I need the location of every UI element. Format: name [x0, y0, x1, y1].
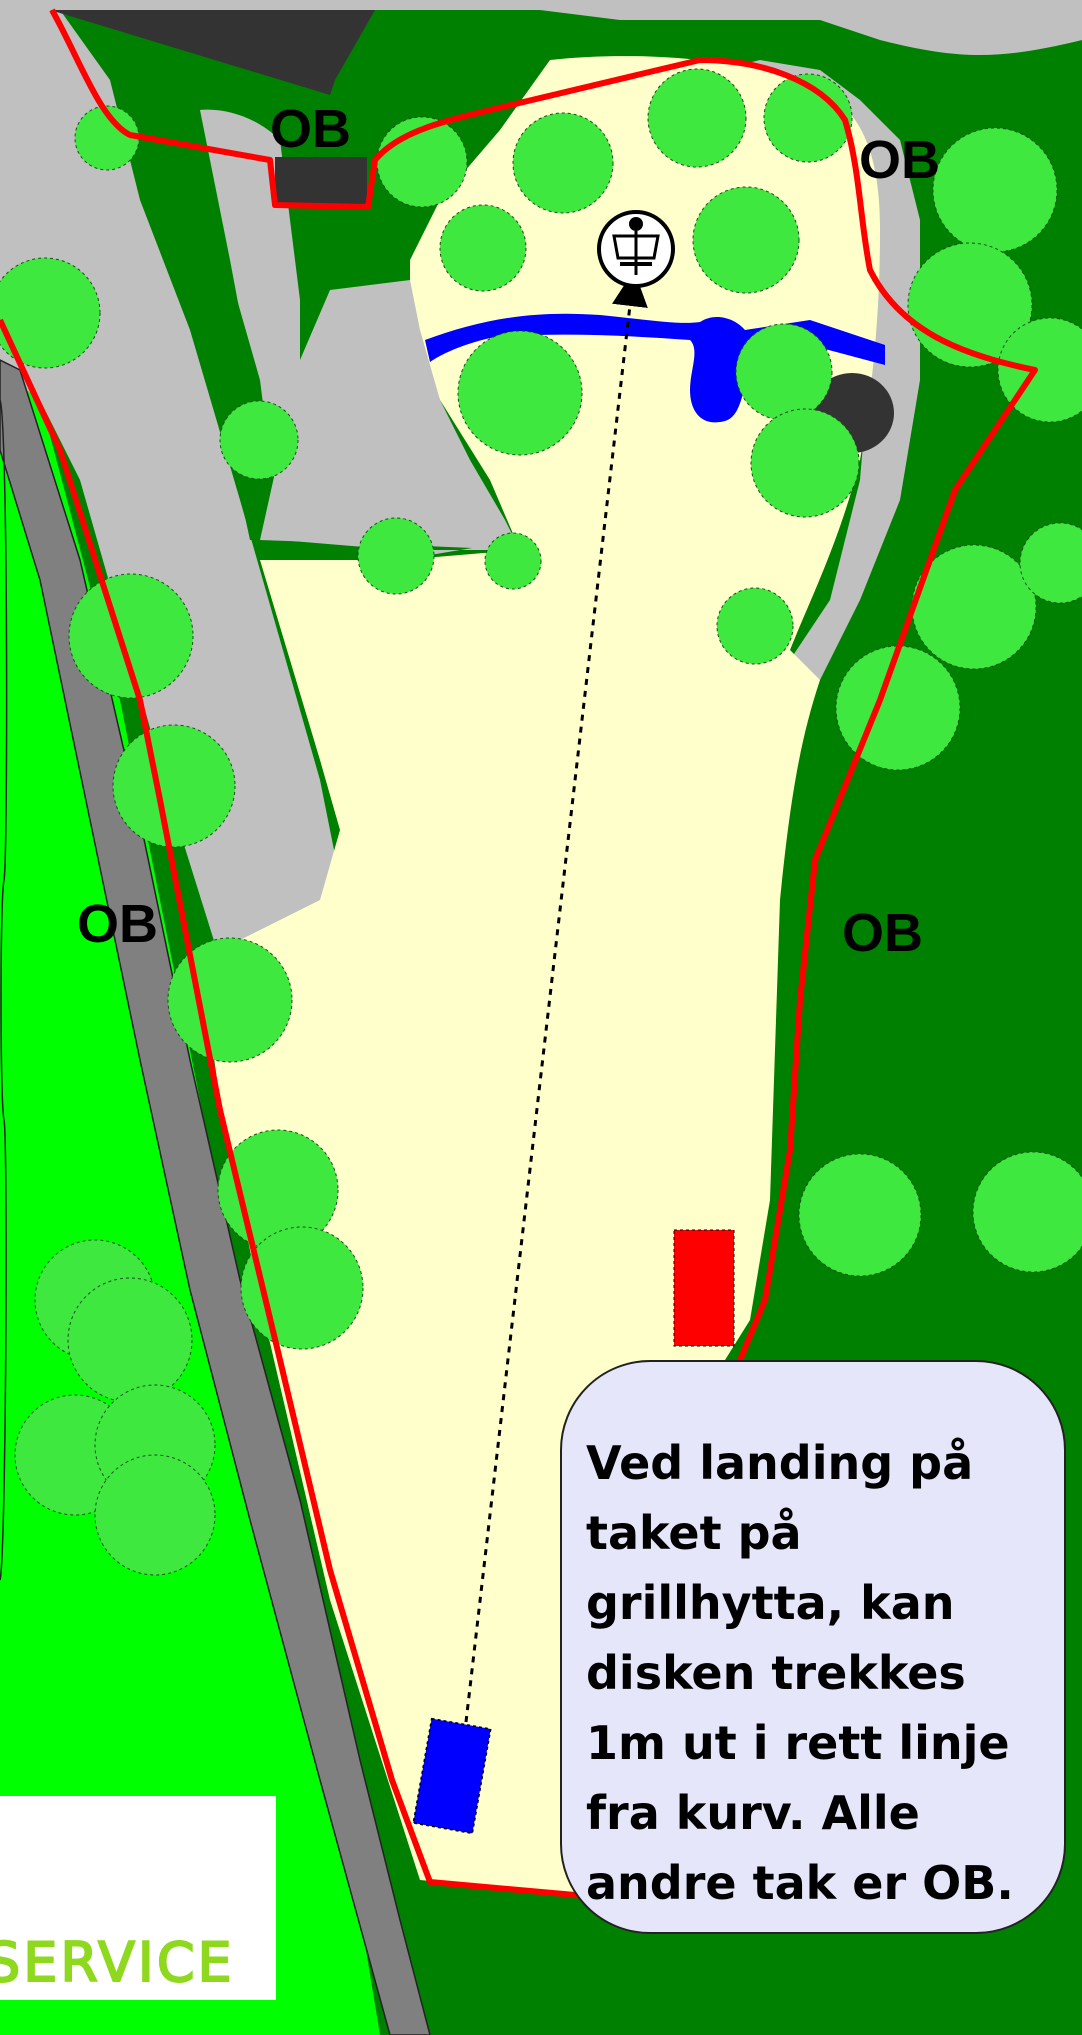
- gravel-area-left: [0, 10, 340, 960]
- ob-label-left: OB: [77, 894, 158, 954]
- tee-pad: [412, 1717, 492, 1835]
- building: [50, 10, 375, 95]
- gravel-patch: [260, 280, 520, 550]
- ob-label-right: OB: [842, 903, 923, 963]
- throw-line: [464, 270, 648, 1723]
- basket-icon: [597, 210, 675, 288]
- ob-label-top: OB: [270, 99, 351, 159]
- shed: [275, 157, 367, 207]
- drop-zone: [673, 1229, 735, 1347]
- rule-note: Ved landing på taket på grillhytta, kan …: [560, 1360, 1066, 1934]
- ob-line: [0, 8, 1038, 1923]
- fairway: [200, 56, 880, 1896]
- ob-label-top-right: OB: [859, 130, 940, 190]
- rule-note-text: Ved landing på taket på grillhytta, kan …: [586, 1436, 1014, 1910]
- trees: [0, 68, 1082, 1576]
- sponsor-logo-text: SERVICE: [0, 1930, 235, 1995]
- road-edge: [0, 399, 8, 1581]
- sponsor-logo: SERVICE: [0, 1796, 276, 2000]
